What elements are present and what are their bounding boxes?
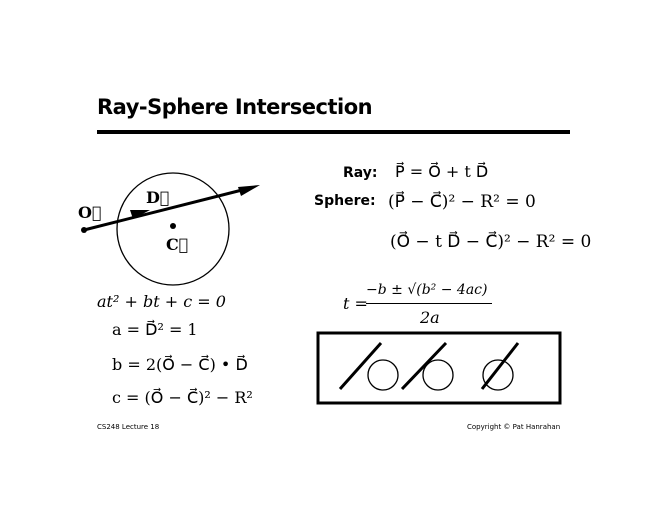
slide-title: Ray-Sphere Intersection	[97, 95, 373, 119]
direction-label: D⃗	[146, 188, 170, 207]
center-point	[170, 223, 176, 229]
cases-box	[316, 331, 562, 405]
origin-label: O⃗	[78, 203, 102, 222]
quadratic-equation: at² + bt + c = 0	[97, 292, 226, 311]
c-equation: c = (O⃗ − C⃗)² − R²	[112, 388, 253, 407]
a-equation: a = D⃗² = 1	[112, 320, 198, 339]
t-denominator: 2a	[420, 308, 440, 327]
substituted-equation: (O⃗ − t D⃗ − C⃗)² − R² = 0	[390, 232, 592, 252]
direction-arrowhead	[130, 210, 150, 219]
case-miss-circle	[367, 359, 399, 391]
sphere-circle	[116, 172, 230, 286]
case-hit-line	[480, 342, 520, 390]
ray-line	[83, 186, 251, 232]
t-lhs: t =	[343, 294, 368, 313]
case-miss-line	[338, 342, 383, 390]
t-numerator: −b ± √(b² − 4ac)	[366, 282, 488, 298]
case-tangent-line	[400, 341, 448, 391]
ray-equation: P⃗ = O⃗ + t D⃗	[395, 162, 489, 181]
sphere-equation: (P⃗ − C⃗)² − R² = 0	[388, 192, 536, 212]
sphere-label: Sphere:	[314, 193, 376, 209]
ray-arrowhead	[238, 185, 260, 196]
footer-right: Copyright © Pat Hanrahan	[467, 423, 561, 431]
center-label: C⃗	[166, 235, 189, 254]
origin-point	[81, 227, 87, 233]
footer-left: CS248 Lecture 18	[97, 423, 160, 431]
title-rule	[97, 130, 570, 134]
case-tangent-circle	[422, 359, 454, 391]
b-equation: b = 2(O⃗ − C⃗) • D⃗	[112, 355, 248, 374]
fraction-bar	[366, 303, 492, 304]
ray-label: Ray:	[343, 165, 378, 181]
case-hit-circle	[482, 359, 514, 391]
